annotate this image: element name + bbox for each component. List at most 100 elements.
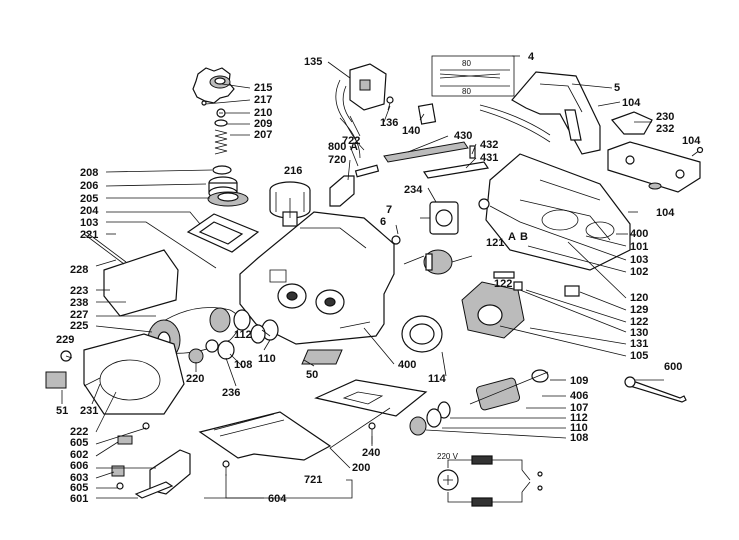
spring-207 [214, 129, 228, 155]
bracket-204 [186, 213, 260, 253]
pulley-238 [209, 307, 251, 333]
cover-223 [103, 249, 179, 317]
block-602 [117, 435, 133, 445]
label-722: 722 [342, 135, 360, 147]
gear-236 [205, 339, 219, 353]
label-432: 432 [480, 139, 498, 151]
label-50: 50 [306, 369, 318, 381]
marker-b: B [520, 231, 528, 243]
handle-5 [479, 71, 601, 155]
label-7: 7 [386, 204, 392, 216]
label-215: 215 [254, 82, 272, 94]
bearing-110a [250, 324, 266, 344]
label-721: 721 [304, 474, 322, 486]
ring-114 [401, 315, 443, 353]
label-204: 204 [80, 205, 99, 217]
label-5: 5 [614, 82, 620, 94]
label-217: 217 [254, 94, 272, 106]
label-209: 209 [254, 118, 272, 130]
cable-detail-4: 80 80 [431, 55, 515, 97]
label-238: 238 [70, 297, 88, 309]
label-606: 606 [70, 460, 88, 472]
label-600: 600 [664, 361, 682, 373]
label-101: 101 [630, 241, 648, 253]
label-234: 234 [404, 184, 423, 196]
cable-length-bottom: 80 [462, 87, 471, 96]
screw-104-right [691, 146, 704, 157]
brush-holder-234 [420, 201, 459, 235]
screw-7 [395, 224, 399, 235]
label-103-left: 103 [80, 217, 98, 229]
label-208: 208 [80, 167, 98, 179]
nut-6 [391, 235, 401, 245]
field-coil-105 [461, 281, 525, 339]
label-222: 222 [70, 426, 88, 438]
label-114: 114 [428, 373, 447, 385]
label-6: 6 [380, 216, 386, 228]
label-406: 406 [570, 390, 588, 402]
wiring-circuit: 220 V [437, 452, 543, 507]
wedge-431 [422, 161, 490, 179]
marker-a-top: A [350, 141, 358, 153]
brush-122 [513, 281, 523, 291]
label-230: 230 [656, 111, 674, 123]
label-51 [45, 371, 67, 389]
plate-50 [301, 349, 343, 365]
label-112-right: 112 [570, 412, 588, 424]
cable-length-top: 80 [462, 59, 471, 68]
label-430: 430 [454, 130, 472, 142]
label-605-bottom: 605 [70, 482, 88, 494]
washer-605b [116, 482, 124, 490]
label-220: 220 [186, 373, 204, 385]
label-129: 129 [630, 304, 648, 316]
brush-cap-129 [564, 285, 580, 297]
label-216: 216 [284, 165, 302, 177]
label-604: 604 [268, 493, 287, 505]
label-210: 210 [254, 107, 272, 119]
label-400-center: 400 [398, 359, 416, 371]
label-720: 720 [328, 154, 346, 166]
label-108-right: 108 [570, 432, 588, 444]
label-140: 140 [402, 125, 420, 137]
shoe-721 [198, 411, 332, 461]
blade-430 [383, 141, 469, 163]
capacitor-140 [417, 103, 437, 125]
label-236: 236 [222, 387, 240, 399]
label-122-left: 122 [494, 278, 512, 290]
label-121: 121 [486, 237, 504, 249]
label-105: 105 [630, 350, 648, 362]
label-4: 4 [528, 51, 535, 63]
bearing-108a [217, 340, 235, 360]
label-603: 603 [70, 472, 88, 484]
label-232: 232 [656, 123, 674, 135]
cable-722 [339, 117, 361, 159]
bolt-800 [354, 164, 380, 178]
label-221: 221 [80, 229, 98, 241]
nut-220 [188, 348, 204, 364]
label-110-right: 110 [570, 422, 588, 434]
part-labels: 4 5 6 7 50 51 101 102 103 103 104 104 10… [56, 51, 701, 505]
bracket-121 [493, 271, 515, 279]
label-135: 135 [304, 56, 322, 68]
screw-136 [386, 96, 394, 111]
blade-holder-720 [329, 175, 355, 207]
screw-231 [83, 377, 101, 387]
label-104-top: 104 [622, 97, 641, 109]
label-102: 102 [630, 266, 648, 278]
label-229: 229 [56, 334, 74, 346]
bearing-110b [426, 408, 442, 428]
switch-135 [335, 63, 387, 151]
label-431: 431 [480, 152, 498, 164]
label-112-left: 112 [234, 329, 252, 341]
label-109: 109 [570, 375, 588, 387]
clip-230 [610, 111, 653, 135]
armature-406 [469, 369, 549, 411]
label-104-mid: 104 [656, 207, 675, 219]
label-605-top: 605 [70, 437, 88, 449]
screw-604 [222, 460, 230, 476]
armature-upper [403, 249, 473, 275]
label-602: 602 [70, 449, 88, 461]
belt-cover-222 [83, 333, 185, 415]
clip-228 [95, 259, 117, 267]
